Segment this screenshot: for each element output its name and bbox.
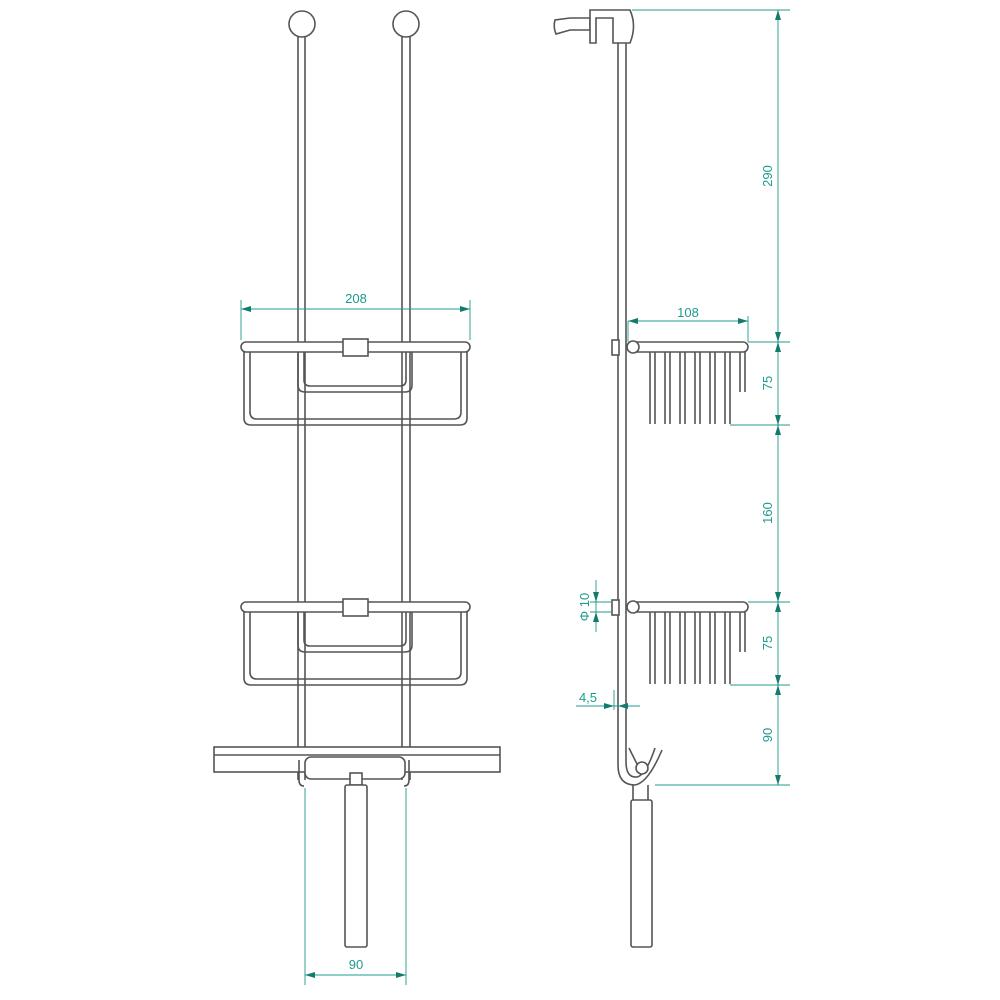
dimension-label-90: 90 — [760, 728, 775, 742]
dimension-width-208: 208 — [240, 291, 471, 340]
dimension-label-75: 75 — [760, 376, 775, 390]
top-bracket — [553, 9, 635, 44]
dimension-label: 4,5 — [579, 690, 597, 705]
right-ball-end — [392, 10, 420, 38]
lower-basket-front — [240, 598, 471, 686]
upper-basket-side — [611, 339, 749, 425]
dimension-label: 90 — [349, 957, 363, 972]
left-ball-end — [288, 10, 316, 38]
dimension-label-160: 160 — [760, 502, 775, 524]
lower-basket-side — [611, 599, 749, 685]
side-rod — [617, 43, 663, 786]
dimension-label: 108 — [677, 305, 699, 320]
dimension-label: 208 — [345, 291, 367, 306]
squeegee-handle — [298, 756, 410, 948]
side-view: 290 75 160 75 90 108 Φ 10 4,5 — [553, 9, 790, 948]
right-rod — [392, 10, 420, 780]
front-view: 208 90 — [213, 10, 501, 985]
dimension-depth-108: 108 — [627, 305, 749, 342]
dimension-rod-diameter: Φ 10 — [577, 580, 612, 632]
side-handle — [630, 785, 653, 948]
dimension-rod-spacing-90: 90 — [304, 788, 407, 985]
dimension-label-75: 75 — [760, 636, 775, 650]
upper-basket-front — [240, 338, 471, 426]
dimension-label: Φ 10 — [577, 593, 592, 621]
left-rod — [288, 10, 316, 780]
dimension-label-290: 290 — [760, 165, 775, 187]
dimension-chain-vertical: 290 75 160 75 90 — [632, 9, 790, 786]
dimension-wall-offset: 4,5 — [576, 690, 640, 710]
hook-pivot — [635, 761, 649, 775]
